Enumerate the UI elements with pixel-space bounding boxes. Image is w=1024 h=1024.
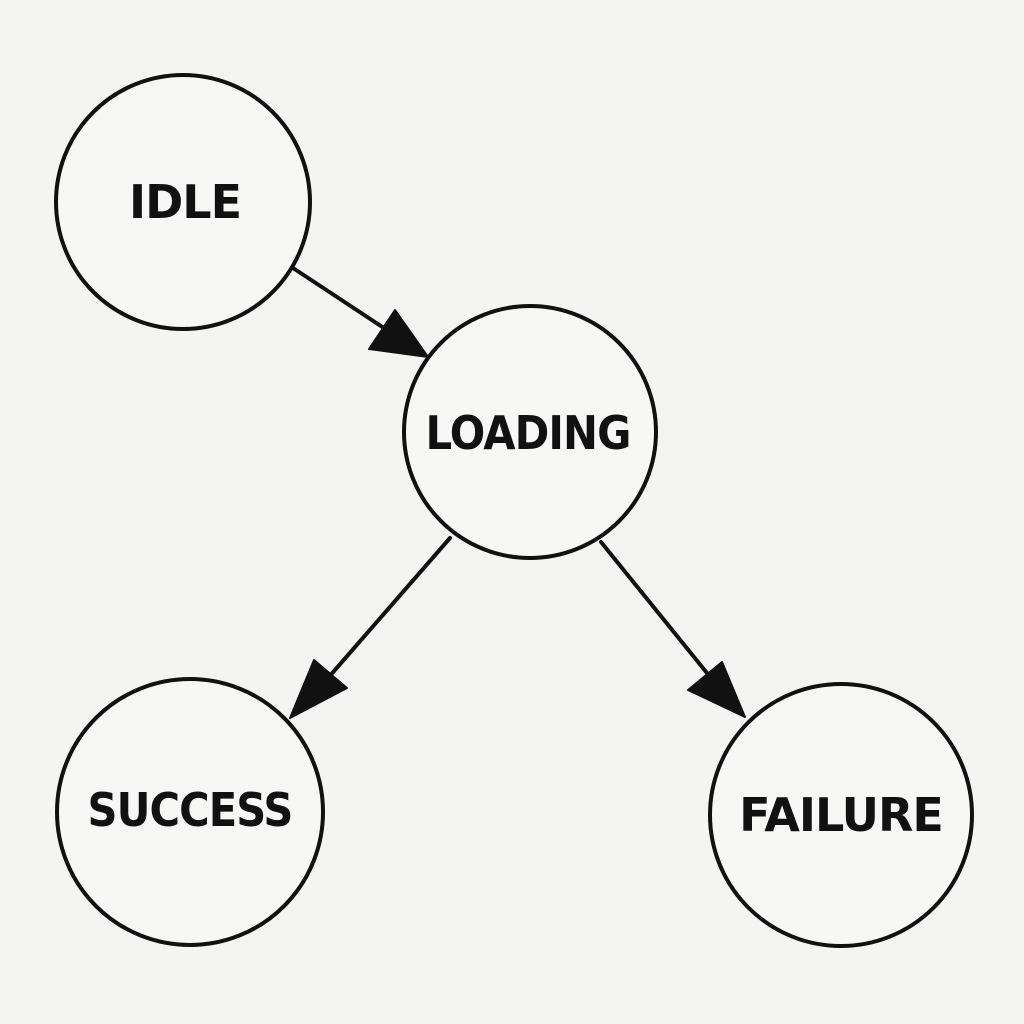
state-idle: IDLE [54,73,312,331]
transition-line [326,536,452,680]
state-circle [54,73,312,331]
state-loading: LOADING [402,304,658,560]
state-success: SUCCESS [55,677,325,947]
transitions [289,266,746,719]
transition-line [599,540,713,680]
state-label: SUCCESS [88,783,293,837]
state-failure: FAILURE [708,682,974,948]
arrowhead-icon [289,659,348,719]
state-circle [402,304,658,560]
state-label: LOADING [426,406,631,460]
transition-loading-to-success [289,536,452,719]
transition-line [291,266,398,338]
transition-idle-to-loading [291,266,429,358]
state-label: FAILURE [739,788,943,842]
state-circle [55,677,325,947]
transition-loading-to-failure [599,540,746,718]
state-circle [708,682,974,948]
arrowhead-icon [687,661,746,718]
arrowhead-icon [368,309,429,358]
state-label: IDLE [129,175,241,229]
